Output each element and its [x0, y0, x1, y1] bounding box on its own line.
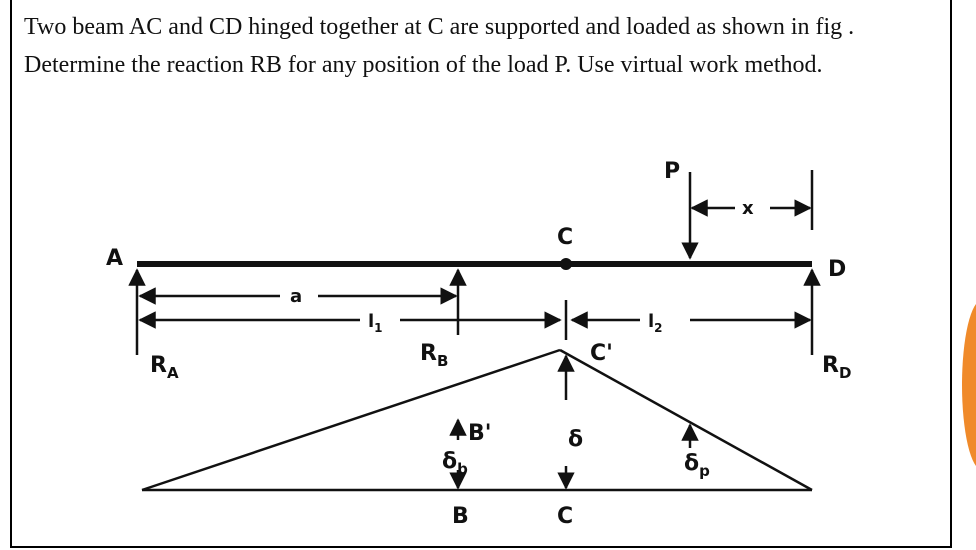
- label-l2: l2: [648, 311, 663, 335]
- label-l1: l1: [368, 311, 383, 335]
- label-delta: δ: [568, 427, 583, 452]
- label-x: x: [742, 198, 754, 219]
- orange-decorative-shape: [962, 300, 976, 470]
- label-a-dim: a: [290, 286, 302, 307]
- label-c-top: C: [557, 225, 573, 250]
- label-delta-p: δp: [684, 451, 710, 480]
- label-c-prime: C': [590, 341, 613, 366]
- label-a: A: [106, 246, 123, 271]
- label-rb: RB: [420, 341, 448, 370]
- label-rd: RD: [822, 353, 851, 382]
- deflected-left: [141, 348, 561, 492]
- hinge-c: [560, 258, 572, 270]
- label-c-bottom: C: [557, 504, 573, 529]
- label-p: P: [664, 159, 680, 184]
- question-text: Two beam AC and CD hinged together at C …: [24, 14, 855, 78]
- deflected-right: [559, 348, 813, 492]
- label-delta-b: δb: [442, 449, 468, 478]
- label-b-prime: B': [468, 421, 492, 446]
- label-d: D: [828, 257, 846, 282]
- label-b-bottom: B: [452, 504, 469, 529]
- label-ra: RA: [150, 353, 179, 382]
- problem-frame: [10, 0, 952, 548]
